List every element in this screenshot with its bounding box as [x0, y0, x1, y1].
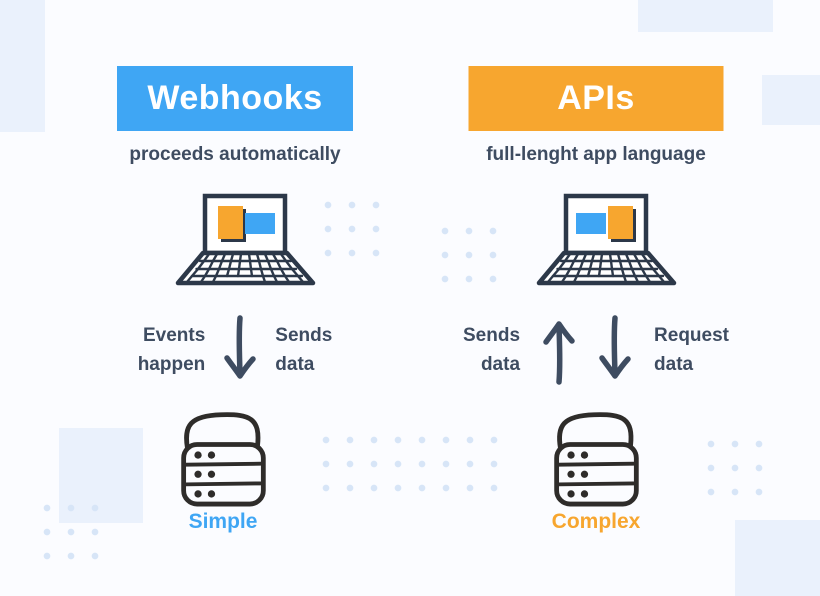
decor-dot-grid-bottom-left [35, 496, 107, 568]
webhooks-title: Webhooks [147, 79, 323, 117]
keyboard-keys-row4 [185, 274, 305, 284]
keyboard-keys-row1 [563, 252, 649, 263]
laptop-icon [169, 193, 319, 293]
server-icon [175, 406, 271, 508]
apis-title: APIs [557, 79, 635, 117]
decor-square-top-left [0, 0, 45, 132]
server-body [181, 442, 266, 507]
apis-verdict: Complex [551, 510, 641, 533]
keyboard-keys-row3 [190, 267, 300, 278]
apis-flow: Sends data Request data [446, 314, 746, 386]
down-arrow-icon [223, 314, 257, 386]
laptop-icon [530, 193, 680, 293]
decor-dot-grid-bottom-right [699, 432, 771, 504]
apis-column: APIs full-lenght app language Sends data [446, 0, 746, 596]
server-shelf-lines [556, 461, 636, 487]
window-blue-rect [576, 213, 606, 234]
keyboard-keys-row2 [196, 259, 294, 271]
webhooks-header-banner: Webhooks [117, 66, 353, 131]
server-icon [548, 406, 644, 508]
down-arrow-icon [598, 314, 632, 386]
window-orange-rect [218, 206, 243, 239]
flow-label-request-data: Request data [654, 325, 729, 375]
webhooks-flow: Events happen Sends data [85, 314, 385, 386]
server-top-dome [184, 412, 261, 451]
server-top-dome [557, 412, 634, 451]
apis-subtitle: full-lenght app language [486, 144, 706, 165]
apis-header-banner: APIs [468, 66, 724, 131]
decor-dot-grid-upper-right [433, 219, 505, 291]
laptop-apis-svg [536, 193, 677, 286]
flow-label-sends-data: Sends data [275, 325, 333, 375]
decor-square-bottom-right [735, 520, 820, 596]
keyboard-keys-row3 [551, 267, 661, 278]
flow-label-sends-data: Sends data [463, 325, 521, 375]
server-apis-svg [554, 412, 639, 507]
decor-dot-grid-upper-left [316, 193, 388, 265]
window-blue-rect [245, 213, 275, 234]
decor-square-right-edge [762, 75, 820, 125]
flow-label-events-happen: Events happen [137, 325, 206, 375]
keyboard-keys-row4 [546, 274, 666, 284]
server-shelf-lines [183, 461, 263, 487]
webhooks-column: Webhooks proceeds automatically Events h… [85, 0, 385, 596]
webhooks-verdict: Simple [188, 510, 258, 533]
webhooks-subtitle: proceeds automatically [129, 144, 341, 165]
laptop-webhooks-svg [175, 193, 316, 286]
server-body [554, 442, 639, 507]
keyboard-keys-row2 [557, 259, 655, 271]
window-orange-rect [608, 206, 633, 239]
server-webhooks-svg [181, 412, 266, 507]
decor-dot-grid-middle [314, 428, 506, 500]
keyboard-keys-row1 [202, 252, 288, 263]
up-arrow-icon [542, 314, 576, 386]
decor-square-top-right [638, 0, 773, 32]
